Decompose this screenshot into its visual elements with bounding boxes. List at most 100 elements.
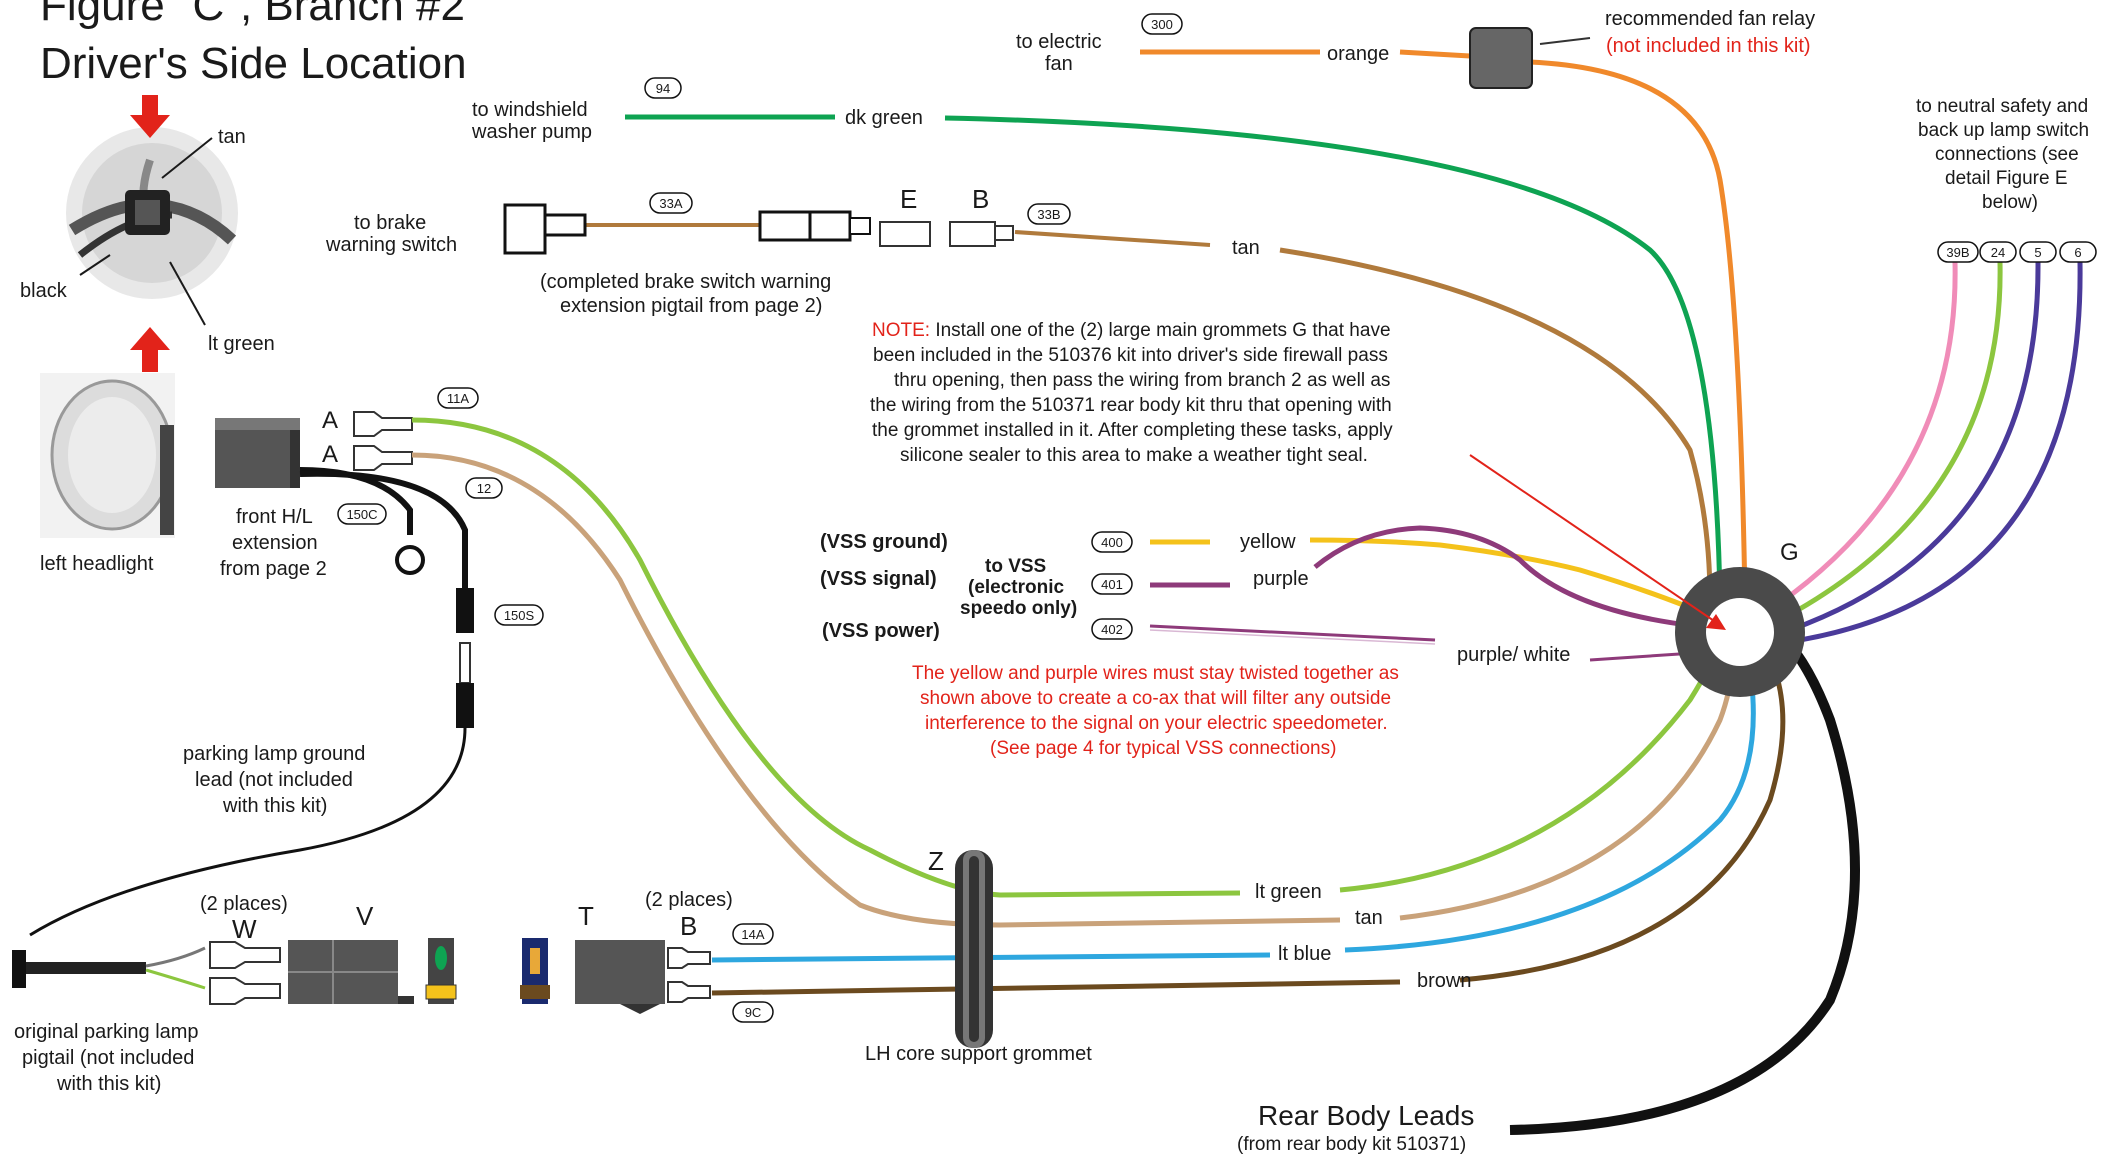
- brake-terminal-b-icon: [949, 221, 1014, 247]
- parking-pigtail-line-1: original parking lamp: [14, 1021, 199, 1043]
- brown-wire-label: brown: [1417, 970, 1471, 992]
- headlight-connector-photo: [66, 127, 238, 299]
- conn-v-label: V: [356, 901, 374, 931]
- vss-note-line-3: interference to the signal on your elect…: [925, 713, 1388, 734]
- svg-text:94: 94: [656, 81, 670, 96]
- note-line-2: been included in the 510376 kit into dri…: [873, 345, 1388, 366]
- front-hl-line-2: extension: [232, 532, 318, 554]
- svg-text:33B: 33B: [1037, 207, 1060, 222]
- vss-to-line-3: speedo only): [960, 598, 1077, 619]
- vss-to-line-2: (electronic: [968, 577, 1065, 598]
- dk-green-wire-label: dk green: [845, 107, 923, 129]
- connector-t-icon: [575, 940, 665, 1014]
- note-line-1: NOTE: Install one of the (2) large main …: [872, 320, 1391, 341]
- headlight-ltgreen-label: lt green: [208, 333, 275, 355]
- lt-blue-wire-label: lt blue: [1278, 943, 1331, 965]
- vss-note-line-2: shown above to create a co-ax that will …: [920, 688, 1391, 709]
- brake-conn-b-label: B: [972, 184, 989, 214]
- svg-text:11A: 11A: [447, 391, 469, 406]
- electric-fan-line-2: fan: [1045, 53, 1073, 75]
- bulb-socket-2-icon: [520, 938, 550, 1004]
- green-wire-24: [1778, 261, 2003, 623]
- front-hl-line-3: from page 2: [220, 558, 327, 580]
- circuit-6-badge: 6: [2059, 241, 2097, 263]
- parking-ground-wire: [29, 727, 467, 937]
- circuit-33a-badge: 33A: [649, 192, 693, 214]
- terminal-w-icon: [209, 941, 281, 1005]
- svg-text:6: 6: [2074, 245, 2081, 260]
- parking-ground-line-3: with this kit): [222, 795, 327, 817]
- neutral-line-4: detail Figure E: [1945, 168, 2068, 189]
- grommet-z-label: Z: [928, 846, 944, 876]
- circuit-9c-badge: 9C: [732, 1001, 774, 1023]
- svg-text:401: 401: [1101, 577, 1123, 592]
- fan-relay-line-2: (not included in this kit): [1606, 35, 1811, 57]
- tan-brake-wire-label: tan: [1232, 237, 1260, 259]
- brake-switch-icon: [503, 203, 587, 255]
- svg-text:5: 5: [2034, 245, 2041, 260]
- vss-to-line-1: to VSS: [985, 556, 1046, 577]
- parking-pigtail-line-2: pigtail (not included: [22, 1047, 194, 1069]
- vss-yellow-label: yellow: [1240, 531, 1296, 553]
- core-support-grommet-z: [955, 850, 993, 1048]
- circuit-401-badge: 401: [1091, 573, 1133, 595]
- note-line-3: thru opening, then pass the wiring from …: [894, 370, 1390, 391]
- rear-body-leads-wire: [1509, 615, 1860, 1135]
- circuit-150s-badge: 150S: [494, 604, 544, 626]
- vss-note-line-1: The yellow and purple wires must stay tw…: [912, 663, 1399, 684]
- circuit-402-badge: 402: [1091, 618, 1133, 640]
- neutral-line-2: back up lamp switch: [1918, 120, 2089, 141]
- arrow-up-icon: [130, 327, 170, 372]
- headlight-photo: [40, 373, 175, 538]
- brown-wire: [711, 979, 1401, 996]
- pink-wire-39b: [1768, 261, 1958, 613]
- electric-fan-line-1: to electric: [1016, 31, 1102, 53]
- ring-terminal-icon: [395, 545, 425, 575]
- svg-text:402: 402: [1101, 622, 1123, 637]
- svg-text:400: 400: [1101, 535, 1123, 550]
- parking-ground-line-1: parking lamp ground: [183, 743, 365, 765]
- circuit-12-badge: 12: [465, 477, 503, 499]
- vss-power-label: (VSS power): [822, 620, 940, 642]
- bulb-socket-1-icon: [425, 938, 457, 1004]
- brake-line-2: warning switch: [325, 234, 457, 256]
- brake-note-line-1: (completed brake switch warning: [540, 271, 831, 293]
- neutral-line-1: to neutral safety and: [1916, 96, 2088, 117]
- orange-wire-label: orange: [1327, 43, 1389, 65]
- rear-body-line-1: Rear Body Leads: [1258, 1100, 1474, 1131]
- note-line-5: the grommet installed in it. After compl…: [872, 420, 1393, 441]
- tan-brake-wire-33b: [1014, 230, 1211, 247]
- terminal-b-icon: [667, 947, 711, 1003]
- brake-line-1: to brake: [354, 212, 426, 234]
- circuit-150c-badge: 150C: [337, 503, 387, 525]
- note-line-6: silicone sealer to this area to make a w…: [900, 445, 1368, 466]
- two-places-2-label: (2 places): [645, 889, 733, 911]
- circuit-33b-badge: 33B: [1027, 203, 1071, 225]
- title-line-1: Figure "C", Branch #2: [40, 0, 465, 30]
- washer-line-1: to windshield: [472, 99, 588, 121]
- grommet-g-label: G: [1780, 539, 1799, 566]
- fan-relay-icon: [1469, 27, 1533, 89]
- circuit-11a-badge: 11A: [437, 387, 479, 409]
- tan-leader-line: [161, 137, 213, 179]
- tan-wire-12: [411, 452, 1341, 928]
- purple-wire-5: [1789, 261, 2041, 633]
- left-headlight-label: left headlight: [40, 553, 154, 575]
- two-places-1-label: (2 places): [200, 893, 288, 915]
- svg-text:14A: 14A: [741, 927, 764, 942]
- circuit-14a-badge: 14A: [732, 923, 774, 945]
- terminal-a-1-icon: [353, 411, 413, 437]
- 150s-connector: [456, 588, 474, 633]
- fan-relay-line-1: recommended fan relay: [1605, 8, 1815, 30]
- terminal-a-2-icon: [353, 445, 413, 471]
- note-pointer-line: [1469, 454, 1721, 626]
- headlight-black-label: black: [20, 280, 68, 302]
- svg-text:150C: 150C: [346, 507, 377, 522]
- main-grommet-g: [1675, 567, 1805, 697]
- brake-extension-connector-icon: [758, 210, 871, 242]
- note-line-4: the wiring from the 510371 rear body kit…: [870, 395, 1392, 416]
- tan-wire-label: tan: [1355, 907, 1383, 929]
- circuit-400-badge: 400: [1091, 531, 1133, 553]
- purple-wire-6: [1799, 261, 2083, 643]
